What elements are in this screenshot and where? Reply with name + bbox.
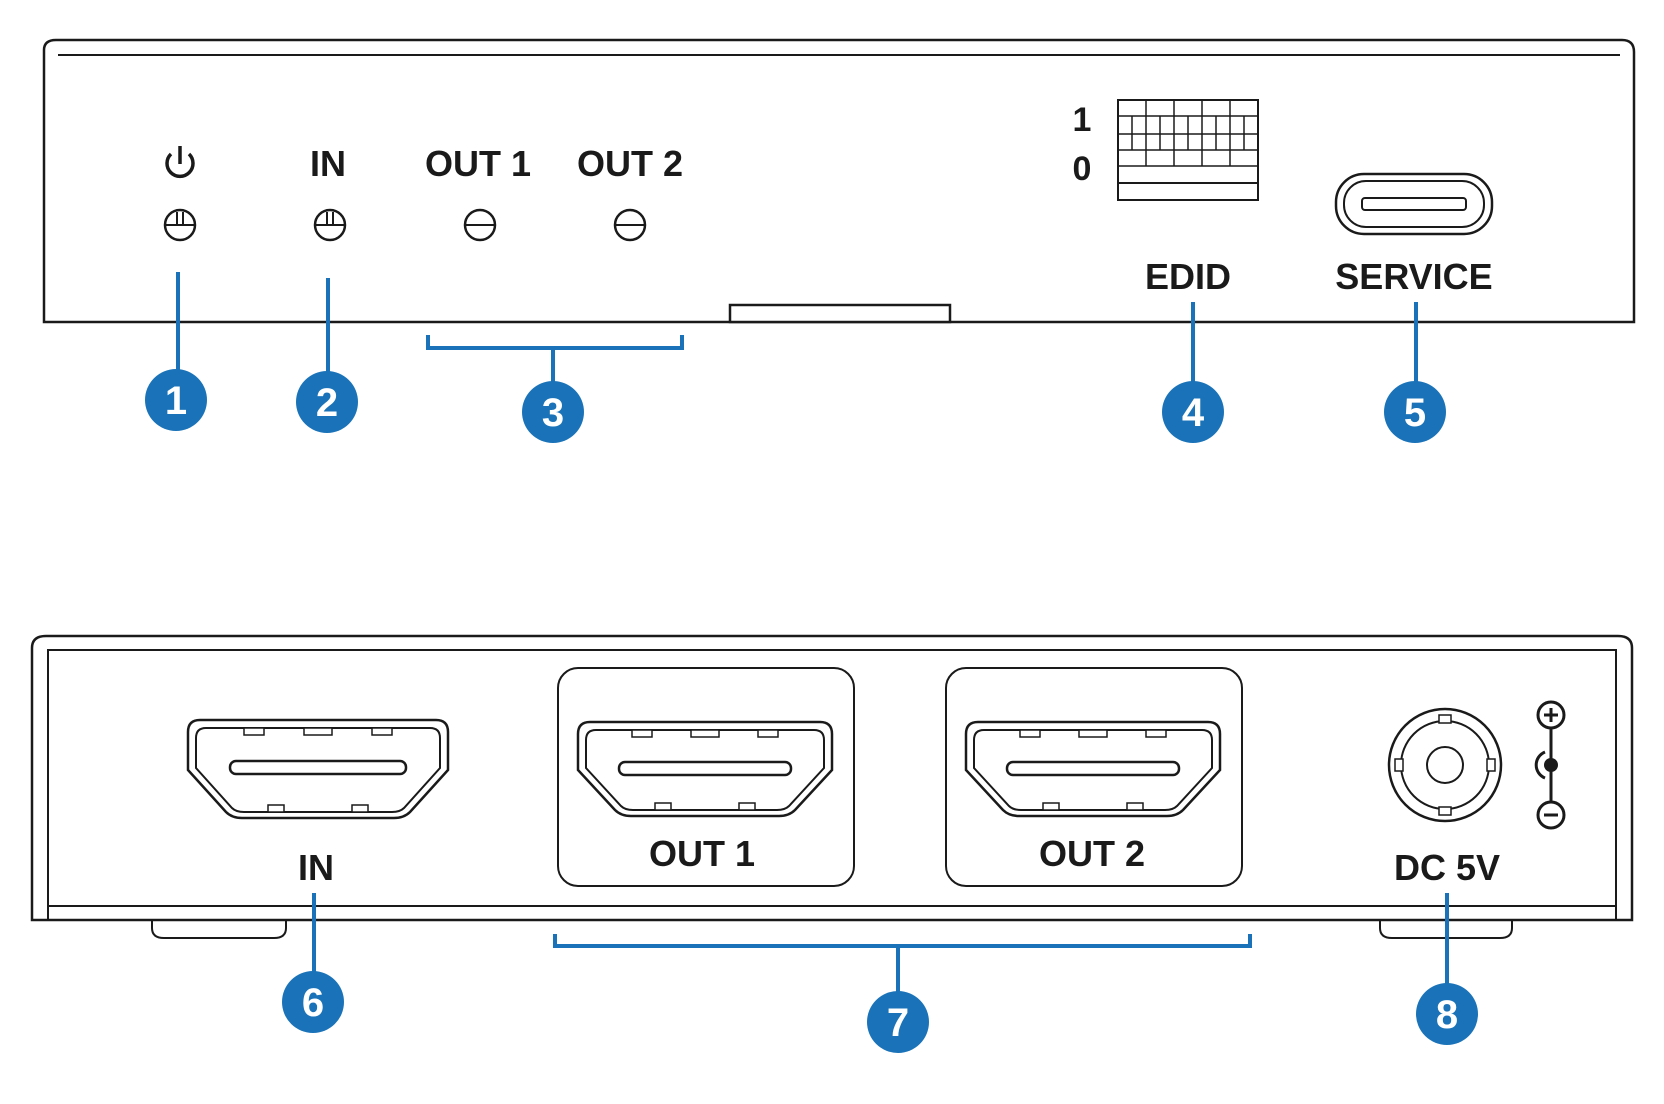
front-callouts: 1 2 3 4 5 [145,272,1446,443]
callout-8-number: 8 [1436,993,1458,1037]
out1-led [463,208,497,242]
callout-1-number: 1 [165,379,187,423]
dip-label-1: 1 [1073,101,1092,139]
out2-led [613,208,647,242]
callout-7-badge [867,991,929,1053]
callout-4-number: 4 [1182,391,1205,435]
service-label: SERVICE [1335,256,1492,297]
led-out2-label: OUT 2 [577,143,683,184]
rear-panel: IN OUT 1 OUT 2 [30,634,1634,939]
rear-foot-left [151,920,287,939]
rear-out1-label: OUT 1 [649,833,755,874]
edid-dip-switch[interactable] [1117,99,1259,201]
callout-2-number: 2 [316,381,338,425]
hdmi-in-port[interactable] [186,718,450,820]
callout-1-badge [145,369,207,431]
dip-label-0: 0 [1073,150,1092,188]
led-in-label: IN [310,143,346,184]
callout-3-number: 3 [542,391,564,435]
rear-in-label: IN [298,847,334,888]
power-led [163,208,197,242]
dc-polarity-icon [1534,700,1566,830]
service-usb-c-port[interactable] [1334,172,1494,236]
callout-4-badge [1162,381,1224,443]
led-out1-label: OUT 1 [425,143,531,184]
in-led [313,208,347,242]
callout-3-bracket [426,335,684,388]
callout-2-badge [296,371,358,433]
front-panel: IN OUT 1 OUT 2 1 0 [42,38,1636,324]
callout-7-bracket [553,934,1252,998]
callout-5-number: 5 [1404,391,1426,435]
edid-label: EDID [1145,256,1231,297]
callout-3-badge [522,381,584,443]
hdmi-out1-port[interactable] [576,720,834,818]
callout-5-badge [1384,381,1446,443]
power-icon [165,146,195,179]
callout-6-badge [282,971,344,1033]
front-bottom-tab [728,303,952,324]
callout-8-badge [1416,983,1478,1045]
callout-6-number: 6 [302,981,324,1025]
rear-out2-label: OUT 2 [1039,833,1145,874]
hdmi-out2-port[interactable] [964,720,1222,818]
dc-label: DC 5V [1394,847,1500,888]
rear-callouts: 6 7 8 [282,893,1478,1053]
dc-power-jack[interactable] [1387,707,1503,823]
callout-7-number: 7 [887,1001,909,1045]
